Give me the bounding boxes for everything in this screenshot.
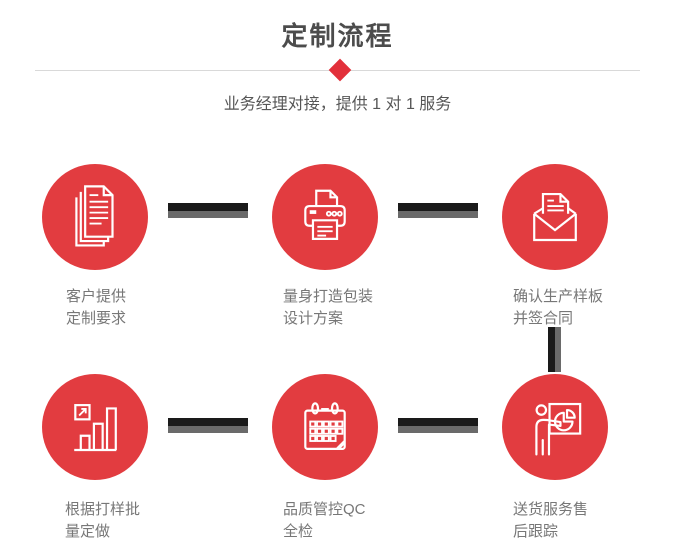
bar-chart-growth-icon — [74, 404, 117, 452]
step-circle-packaging-design — [272, 164, 378, 270]
caption-line: 送货服务售 — [513, 501, 589, 518]
step-circle-batch-production — [42, 374, 148, 480]
step-circle-customer-requirements — [42, 164, 148, 270]
page-title: 定制流程 — [281, 21, 394, 51]
caption-packaging-design: 量身打造包装 设计方案 — [283, 286, 373, 330]
diamond-icon — [328, 58, 352, 82]
step-circle-quality-control — [272, 374, 378, 480]
caption-line: 并签合同 — [513, 310, 574, 327]
connector-step1-step2 — [168, 203, 248, 218]
subtitle: 业务经理对接，提供 1 对 1 服务 — [223, 96, 452, 113]
caption-line: 品质管控QC — [283, 501, 366, 518]
documents-icon — [75, 185, 114, 247]
caption-line: 客户提供 — [66, 288, 127, 305]
connector-step2-step3 — [398, 203, 478, 218]
caption-quality-control: 品质管控QC 全检 — [283, 499, 366, 543]
caption-confirm-sample-contract: 确认生产样板 并签合同 — [513, 286, 603, 330]
caption-line: 后跟踪 — [513, 523, 559, 540]
caption-line: 量定做 — [65, 523, 111, 540]
caption-delivery-aftersales: 送货服务售 后跟踪 — [513, 499, 588, 543]
calendar-icon — [304, 402, 346, 450]
presentation-icon — [535, 402, 582, 456]
caption-line: 全检 — [283, 523, 314, 540]
envelope-letter-icon — [533, 192, 577, 242]
caption-batch-production: 根据打样批 量定做 — [65, 499, 140, 543]
caption-customer-requirements: 客户提供 定制要求 — [66, 286, 126, 330]
connector-step5-step6 — [398, 418, 478, 433]
caption-line: 量身打造包装 — [283, 288, 374, 305]
printer-icon — [304, 189, 346, 240]
caption-line: 设计方案 — [283, 310, 344, 327]
connector-step4-step5 — [168, 418, 248, 433]
caption-line: 定制要求 — [66, 310, 127, 327]
connector-step3-step6 — [548, 327, 561, 372]
step-circle-confirm-sample-contract — [502, 164, 608, 270]
caption-line: 根据打样批 — [65, 501, 141, 518]
caption-line: 确认生产样板 — [513, 288, 604, 305]
step-circle-delivery-aftersales — [502, 374, 608, 480]
